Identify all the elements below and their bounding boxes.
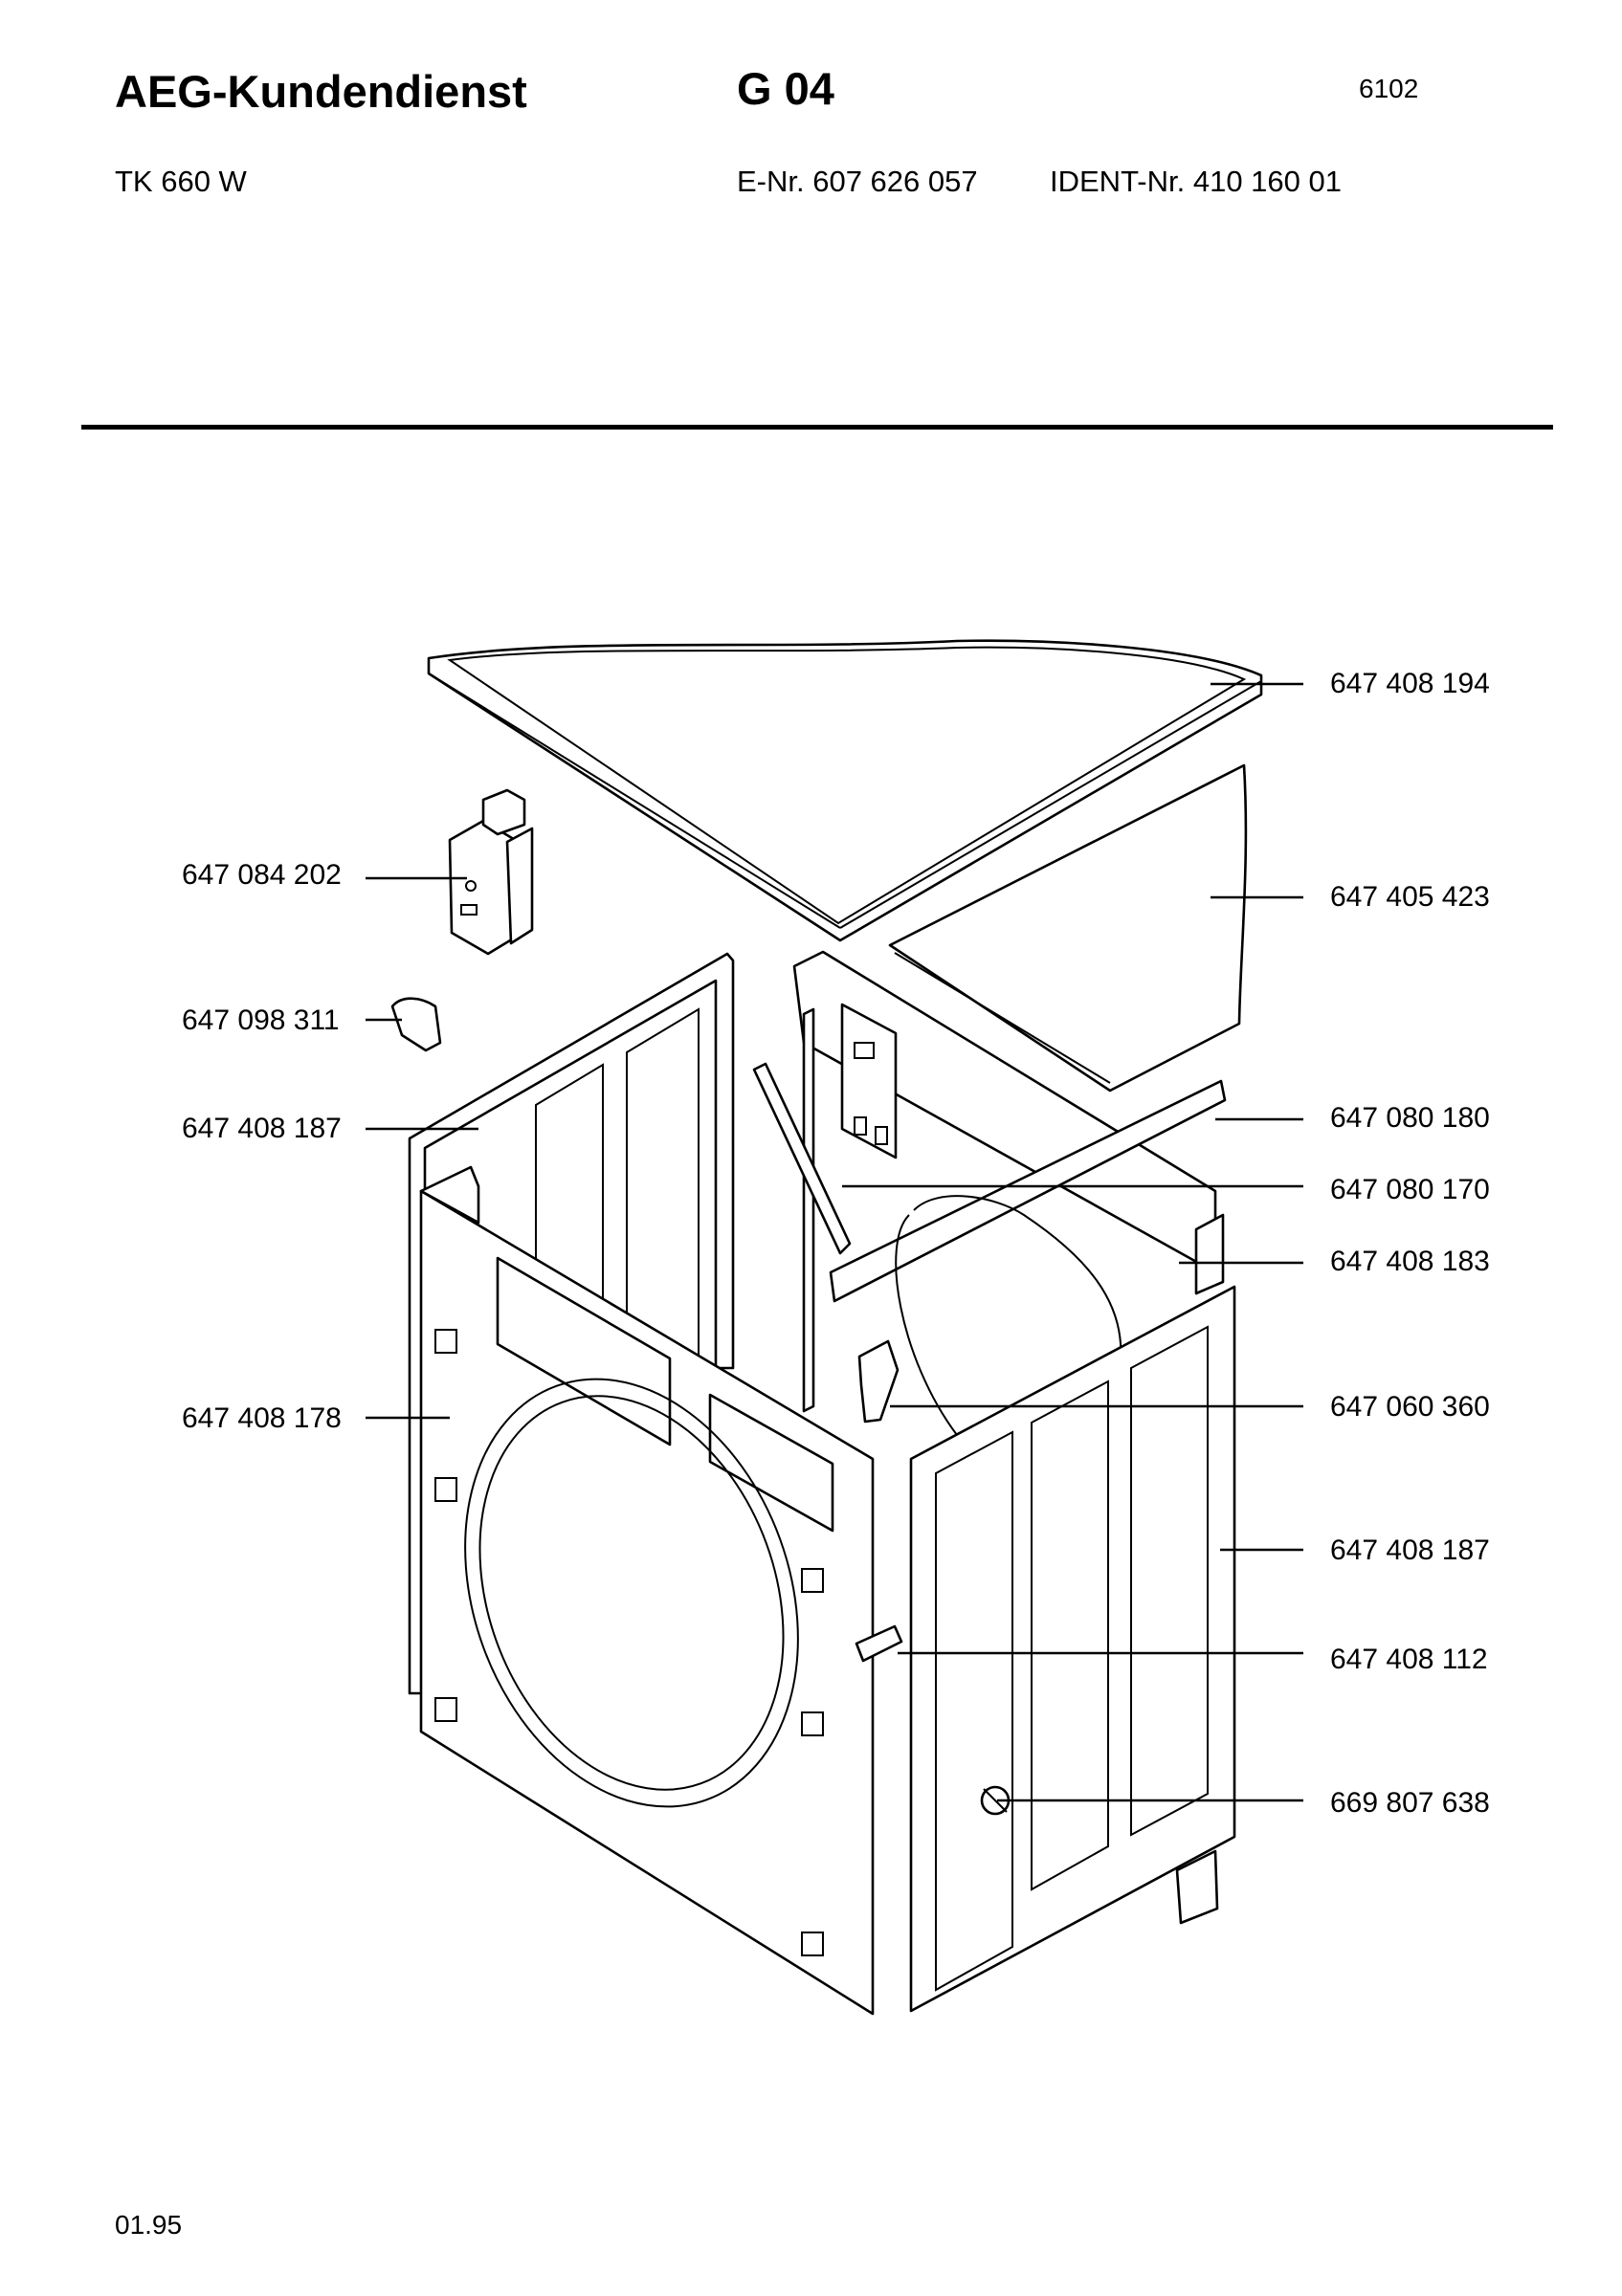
part-number-label: 647 405 423 [1330,881,1490,913]
insulation-panel-part [888,763,1248,1093]
part-number-label: 647 084 202 [182,859,342,891]
e-number: E-Nr. 607 626 057 [737,165,978,198]
group-code: G 04 [737,63,834,114]
leader-lines [366,682,1303,1802]
switch-part [448,788,534,956]
ident-number: IDENT-Nr. 410 160 01 [1050,165,1342,198]
side-frame [752,950,1227,1413]
clip-part [390,997,442,1052]
drum-part [895,1195,1122,1436]
part-number-label: 647 408 194 [1330,668,1490,699]
edition-date: 01.95 [115,2210,183,2240]
part-number-label: 647 408 183 [1330,1246,1490,1277]
part-number-label: 647 080 170 [1330,1174,1490,1205]
part-number-label: 647 408 187 [1330,1534,1490,1566]
lock-part [855,1624,903,1663]
model-name: TK 660 W [115,165,247,198]
part-number-label: 669 807 638 [1330,1787,1490,1819]
brand-title: AEG-Kundendienst [115,66,527,117]
front-panel-part [419,1165,875,2016]
part-number-label: 647 408 112 [1330,1644,1488,1675]
header-divider [81,425,1553,430]
part-number-label: 647 408 178 [182,1402,342,1434]
side-panel-part [909,1285,1236,2013]
bracket-part [857,1339,900,1424]
part-number-label: 647 080 180 [1330,1102,1490,1134]
part-number-label: 647 408 187 [182,1113,342,1144]
part-number-label: 647 098 311 [182,1004,340,1036]
part-number-label: 647 060 360 [1330,1391,1490,1423]
top-cover-part [427,639,1263,942]
sheet-number: 6102 [1359,74,1419,103]
